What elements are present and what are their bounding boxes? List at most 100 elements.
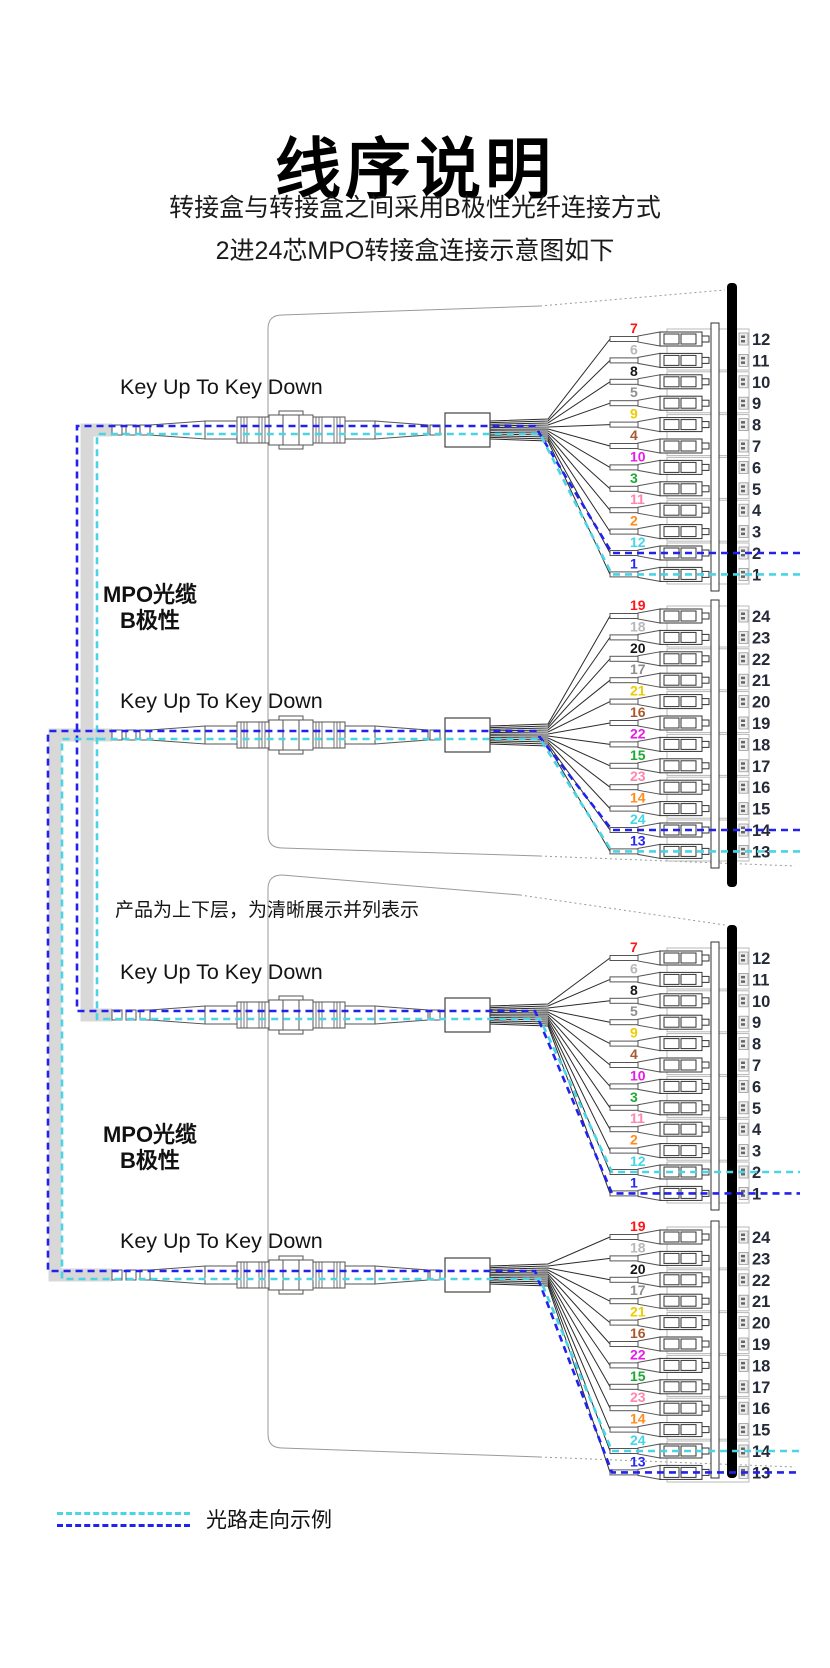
fanout-line [489,978,611,1009]
fiber-row: 18 [609,1239,710,1266]
fiber-row: 11 [609,1110,710,1137]
port-number-label: 4 [752,502,762,520]
fiber-number-label: 19 [630,1218,646,1234]
rear-adapter-module [738,631,749,644]
lc-ferrule [701,1233,710,1241]
lc-ferrule [701,997,710,1005]
fiber-number-label: 16 [630,1325,646,1341]
lc-ferrule [701,762,710,770]
lc-connector-body [680,376,697,388]
fiber-number-label: 20 [630,640,646,656]
rear-adapter-module [738,973,749,986]
lc-connector-latch [663,674,680,686]
lc-ferrule [701,1018,710,1026]
fiber-number-label: 17 [630,1282,646,1298]
mpo-cable-label-line1: MPO光缆 [103,582,197,607]
fiber-number-label: 10 [630,1067,646,1083]
breakout-box [444,717,491,753]
lc-ferrule [701,783,710,791]
rear-adapter-module [738,482,749,496]
lc-connector-latch [663,1059,680,1071]
rear-adapter-module [738,1037,749,1050]
lc-connector-body [680,760,697,772]
fiber-row: 10 [609,1067,710,1094]
lc-connector-body [680,1102,697,1114]
lc-connector-body [680,696,697,708]
lc-connector-body [680,1424,697,1436]
lc-connector-latch [663,1338,680,1350]
rear-adapter-module [738,759,749,773]
lc-connector-body [680,354,697,366]
lc-connector-latch [663,461,680,473]
lc-connector-latch [663,1359,680,1371]
mpo-assembly [111,1255,441,1295]
port-number-label: 3 [752,524,761,542]
fiber-number-label: 19 [630,597,646,613]
lc-connector-latch [663,1016,680,1028]
enclosure-outline-bottom [267,874,796,1468]
adapter-pair-outline [666,605,750,648]
port-number-label: 17 [752,758,770,776]
adapter-pair-outline [666,691,750,734]
lc-connector-body [680,1080,697,1092]
fiber-row: 3 [609,470,710,497]
fiber-number-label: 12 [630,534,646,550]
lc-connector-latch [663,504,680,516]
lc-connector-latch [663,952,680,964]
rear-adapter-module [738,525,749,538]
fiber-number-label: 5 [630,1003,638,1019]
rear-adapter-module [738,1230,749,1244]
lc-connector-body [680,1145,697,1157]
fiber-number-label: 14 [630,790,646,806]
port-number-label: 15 [752,1422,770,1440]
lc-connector-latch [663,1381,680,1393]
fanout-line [489,701,611,734]
lc-connector-body [680,1402,697,1414]
rear-adapter-module [738,673,749,687]
fiber-number-label: 20 [630,1261,646,1277]
fiber-boot [637,1036,661,1052]
fiber-row: 20 [609,1261,710,1288]
lc-connector-body [680,674,697,686]
fanout-line [489,1273,611,1345]
rear-adapter-module [738,353,749,367]
port-number-label: 8 [752,417,761,435]
lc-ferrule [701,698,710,706]
fiber-boot [637,395,661,411]
lc-ferrule [701,676,710,684]
adapter-pair-outline [666,542,750,585]
lc-connector-latch [663,653,680,665]
fiber-row: 5 [609,1003,710,1030]
rear-adapter-module [738,1380,749,1394]
port-number-label: 23 [752,1250,770,1268]
fanout-line [489,1023,611,1194]
lc-ferrule [701,1125,710,1133]
fiber-number-label: 3 [630,470,638,486]
fanout-line [489,615,611,727]
lc-connector-body [680,1295,697,1307]
lc-connector-latch [663,376,680,388]
port-number-label: 1 [752,1185,761,1203]
breakout-box [444,997,491,1033]
lc-connector-body [680,995,697,1007]
fiber-number-label: 5 [630,384,638,400]
lc-connector-body [680,1381,697,1393]
lc-ferrule [701,442,710,450]
lc-connector-latch [663,1123,680,1135]
lc-ferrule [701,633,710,641]
fiber-number-label: 10 [630,448,646,464]
fanout-line [489,740,611,809]
lc-connector-body [680,717,697,729]
trunk-cable-band [80,423,112,1022]
port-number-label: 13 [752,1464,770,1482]
adapter-pair-outline [666,328,750,371]
fanout-line [489,1236,611,1267]
lc-ferrule [701,954,710,962]
fiber-row: 2 [609,513,710,540]
port-number-label: 16 [752,779,770,797]
fiber-boot [637,331,661,347]
fanout-line [489,741,611,831]
lc-connector-body [680,1359,697,1371]
